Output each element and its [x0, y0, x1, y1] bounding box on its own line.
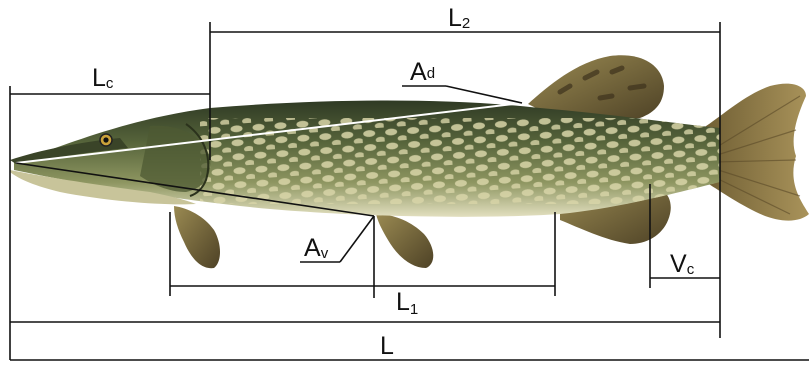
label-Av: Av [304, 234, 329, 262]
Ad-leader [446, 86, 522, 103]
label-Ad: Ad [410, 58, 435, 86]
label-L: L [380, 332, 394, 360]
label-Vc: Vc [670, 250, 695, 278]
pupil [103, 137, 108, 142]
pelvic-fin [376, 214, 433, 268]
pectoral-fin [174, 206, 220, 268]
pike-illustration [10, 55, 809, 268]
body-spot-pattern [200, 118, 720, 204]
label-L2: L2 [448, 4, 470, 32]
Av-leader [340, 216, 374, 262]
label-L1: L1 [396, 288, 418, 318]
label-Lc: Lc [92, 64, 114, 92]
